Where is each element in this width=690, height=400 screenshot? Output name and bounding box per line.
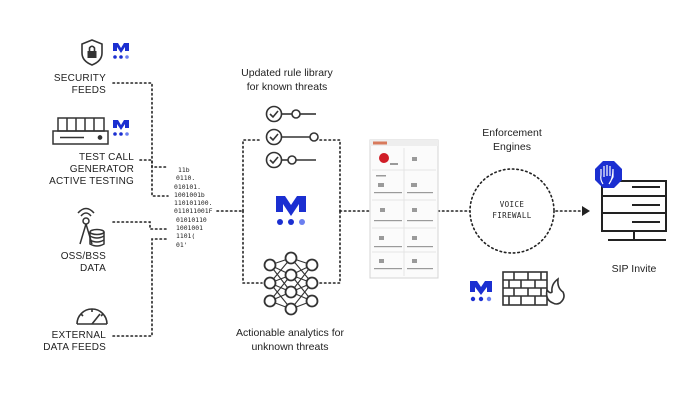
rule-library-label: Updated rule library for known threats	[222, 66, 352, 94]
security-feeds-label: SECURITY FEEDS	[20, 73, 106, 97]
connector-security	[112, 82, 169, 168]
connector-oss	[112, 221, 169, 230]
connector-split-top	[242, 139, 263, 212]
label-line: Enforcement	[482, 127, 542, 139]
label-line: for known threats	[246, 81, 328, 93]
sip-invite-label: SIP Invite	[611, 263, 657, 275]
binary-line: 1001001b	[174, 190, 205, 199]
database-antenna-icon	[77, 207, 105, 247]
label-line: SECURITY	[53, 73, 106, 84]
label-line: FEEDS	[71, 85, 106, 96]
label-line: FIREWALL	[492, 211, 532, 220]
connector-merge-bottom	[319, 210, 341, 284]
voice-firewall-label: VOICE FIREWALL	[472, 199, 552, 221]
brand-logo-center-icon	[276, 196, 306, 225]
brand-logo-firewall-icon	[470, 281, 492, 302]
binary-line: 1101(	[176, 232, 196, 241]
binary-line: 01010110	[176, 215, 207, 224]
label-line: DATA	[80, 263, 106, 274]
connector-merge-top	[319, 139, 341, 212]
connector-split-bottom	[242, 210, 263, 284]
binary-line: 110101100.	[174, 199, 213, 208]
shield-lock-icon	[81, 39, 103, 66]
oss-bss-label: OSS/BSS DATA	[20, 251, 106, 275]
brand-logo-small-icon	[113, 120, 129, 136]
label-line: DATA FEEDS	[43, 342, 106, 353]
label-line: Updated rule library	[241, 67, 333, 79]
sip-server-icon	[601, 180, 667, 241]
label-line: unknown threats	[251, 341, 329, 353]
external-feeds-label: EXTERNAL DATA FEEDS	[20, 330, 106, 354]
binary-line: 11b	[178, 166, 190, 174]
binary-line: 010101.	[174, 182, 201, 191]
gauge-icon	[76, 308, 108, 325]
brick-wall-fire-icon	[502, 271, 565, 306]
binary-stream: 11b 0110. 010101. 1001001b 110101100. 01…	[168, 166, 212, 249]
label-line: TEST CALL	[79, 152, 134, 163]
label-line: ACTIVE TESTING	[49, 176, 134, 187]
binary-line: 01'	[176, 240, 188, 249]
analytics-label: Actionable analytics for unknown threats	[215, 326, 365, 354]
enforcement-engines-label: Enforcement Engines	[462, 126, 562, 154]
label-line: VOICE	[499, 200, 525, 209]
label-line: Actionable analytics for	[236, 327, 344, 339]
stop-hand-icon	[595, 161, 622, 188]
binary-line: 0110.	[176, 174, 196, 183]
connector-external	[112, 238, 169, 337]
test-call-label: TEST CALL GENERATOR ACTIVE TESTING	[20, 152, 134, 188]
neural-network-icon	[263, 251, 319, 316]
label-line: GENERATOR	[69, 164, 134, 175]
voice-firewall-ring	[469, 168, 555, 254]
label-line: OSS/BSS	[60, 251, 106, 262]
brand-logo-small-icon	[113, 43, 129, 59]
connector-test-call	[139, 159, 169, 197]
label-line: Engines	[493, 141, 531, 153]
binary-line: 1001001	[176, 224, 203, 233]
binary-line: 011011001F	[174, 207, 213, 216]
arrowhead-icon	[582, 206, 590, 216]
rule-list-icon	[265, 105, 319, 169]
dashboard-thumbnail	[369, 139, 439, 279]
test-call-device-icon	[52, 117, 109, 145]
label-line: EXTERNAL	[51, 330, 106, 341]
